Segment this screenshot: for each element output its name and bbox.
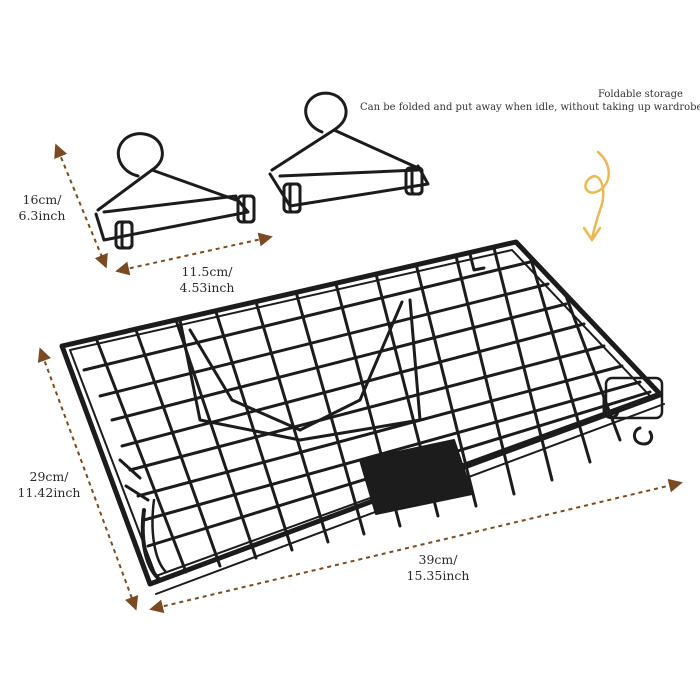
hanger-width-imperial: 4.53inch	[179, 280, 235, 295]
hanger-icon	[268, 91, 430, 214]
rack-width-label: 39cm/ 15.35inch	[388, 552, 488, 584]
curled-arrow-icon	[582, 150, 610, 243]
rack-depth-metric: 29cm/	[29, 469, 69, 484]
rack-width-metric: 39cm/	[418, 552, 458, 567]
hanger-height-label: 16cm/ 6.3inch	[2, 192, 82, 224]
dimension-lines	[37, 143, 683, 614]
hanger-height-imperial: 6.3inch	[18, 208, 66, 223]
hanger-height-metric: 16cm/	[22, 192, 62, 207]
rack-width-imperial: 15.35inch	[406, 568, 470, 583]
hanger-width-metric: 11.5cm/	[181, 264, 233, 279]
hanger-width-label: 11.5cm/ 4.53inch	[162, 264, 252, 296]
caption-title: Foldable storage	[598, 89, 683, 100]
caption-subtitle: Can be folded and put away when idle, wi…	[360, 102, 700, 113]
hanger-icon	[94, 132, 256, 250]
foldable-wire-rack	[59, 239, 665, 595]
rack-depth-imperial: 11.42inch	[17, 485, 81, 500]
rack-depth-label: 29cm/ 11.42inch	[2, 469, 96, 501]
